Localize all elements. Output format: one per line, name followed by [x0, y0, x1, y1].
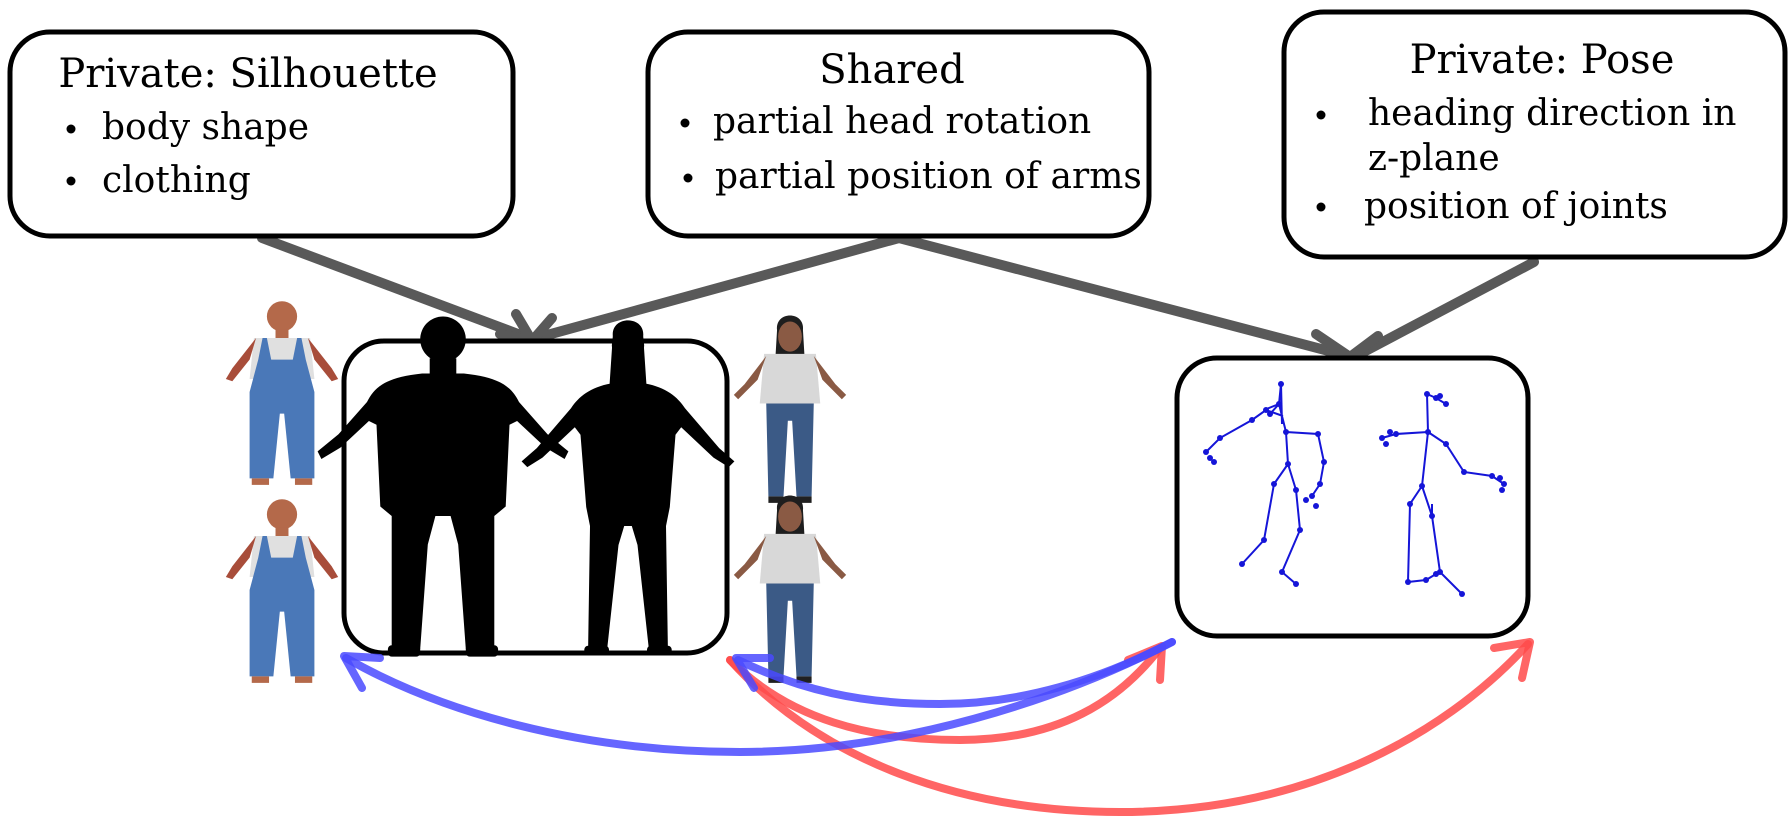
- figure-man-back-icon: [225, 499, 339, 683]
- bullet-dot-icon: [683, 173, 693, 183]
- blue-arrow-long: [342, 638, 1176, 756]
- red-arrows: [726, 638, 1534, 816]
- bullet-text: heading direction in: [1368, 93, 1736, 134]
- box-private-silhouette: Private: Silhouette body shape clothing: [7, 29, 516, 239]
- box-title: Private: Silhouette: [58, 51, 437, 97]
- bullet-text: position of joints: [1364, 186, 1668, 227]
- blue-arrowhead-short: [732, 654, 774, 692]
- box-title: Private: Pose: [1410, 37, 1675, 83]
- bullet-dot-icon: [680, 118, 690, 128]
- bullet-text: partial head rotation: [713, 101, 1091, 142]
- box-shared: Shared partial head rotation partial pos…: [645, 29, 1152, 239]
- arrow-pose-to-pose: [1353, 257, 1539, 360]
- skeleton-left: [1203, 381, 1327, 587]
- blue-arrow-short: [734, 638, 1176, 708]
- bullet-dot-icon: [66, 176, 76, 186]
- arrow-silhouette-to-shape: [257, 233, 531, 342]
- bullet-text: z-plane: [1368, 138, 1500, 179]
- box-title: Shared: [819, 47, 964, 93]
- pose-representation: [1174, 355, 1531, 639]
- arrow-shared-to-shape: [535, 233, 904, 342]
- red-arrow-short: [726, 644, 1164, 744]
- red-arrow-long: [726, 640, 1532, 816]
- bullet-text: body shape: [102, 107, 309, 148]
- silhouette-representation: [317, 316, 735, 657]
- box-private-pose: Private: Pose heading direction in z-pla…: [1281, 9, 1788, 260]
- bullet-text: clothing: [102, 160, 251, 201]
- blue-arrowhead-long: [340, 652, 384, 692]
- bullet-dot-icon: [1316, 110, 1326, 120]
- blue-arrows: [340, 638, 1176, 756]
- figure-woman-front-icon: [733, 315, 847, 503]
- bullet-dot-icon: [1316, 202, 1326, 212]
- skeleton-right: [1379, 391, 1507, 597]
- bullet-dot-icon: [66, 124, 76, 134]
- gray-arrows: [257, 233, 1539, 362]
- bullet-text: partial position of arms: [715, 156, 1142, 197]
- red-arrowhead-long: [1490, 638, 1534, 682]
- arrow-shared-to-pose: [894, 233, 1349, 360]
